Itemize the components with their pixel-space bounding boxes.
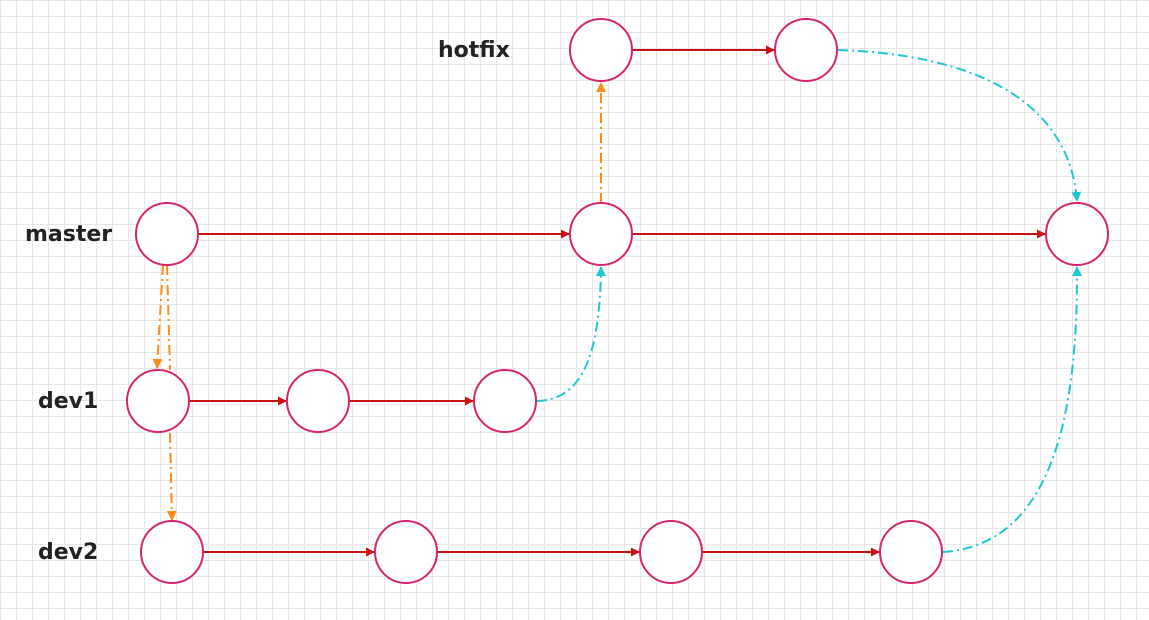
branch-master-to-dev1-arrow [152,264,164,369]
master-commit-node-2 [569,202,633,266]
dev1-commit-node-2 [286,369,350,433]
dev2-commit-node-1 [140,520,204,584]
dev1-commit-node-1 [126,369,190,433]
dev1-branch-label: dev1 [38,389,99,414]
master-commit-node-1 [135,202,199,266]
master-branch-label: master [25,222,113,247]
hotfix-commit-node-1 [569,18,633,82]
branch-master-to-dev1-line [166,264,171,371]
hotfix-commit-node-2 [774,18,838,82]
master-commit-node-3 [1045,202,1109,266]
hotfix-branch-label: hotfix [438,38,510,63]
merge-dev1-to-master-arrow [536,266,606,402]
dev2-commit-node-3 [639,520,703,584]
dev2-branch-label: dev2 [38,540,99,565]
branch-dev1-to-dev2-arrow [166,432,177,521]
dev2-commit-node-2 [374,520,438,584]
merge-dev2-to-master-arrow [942,266,1083,553]
dev2-commit-node-4 [879,520,943,584]
dev1-commit-node-3 [473,369,537,433]
merge-hotfix-to-master-arrow [837,49,1082,202]
